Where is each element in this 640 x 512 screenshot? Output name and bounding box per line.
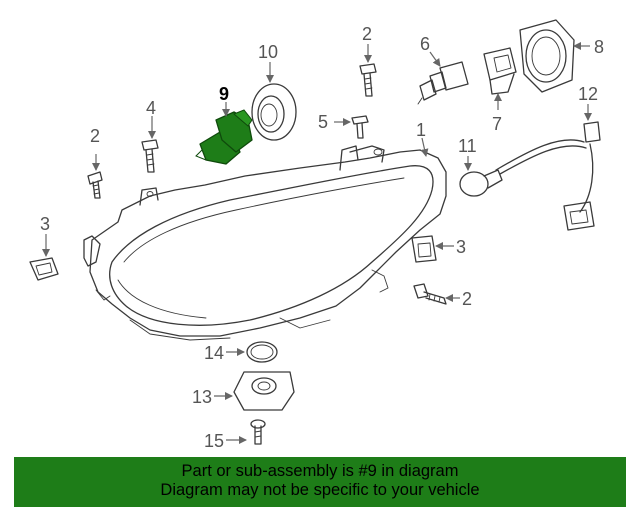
callout-14: 14 <box>204 343 224 363</box>
screw-part-4 <box>141 139 159 173</box>
callout-3-left: 3 <box>40 214 50 234</box>
info-banner: Part or sub-assembly is #9 in diagram Di… <box>14 457 626 507</box>
callout-1: 1 <box>416 120 426 140</box>
callout-labels: 1 2 2 2 3 3 4 5 6 7 8 9 10 11 12 13 14 1… <box>40 24 604 451</box>
callout-2-top: 2 <box>362 24 372 44</box>
callout-5: 5 <box>318 112 328 132</box>
callout-3-right: 3 <box>456 237 466 257</box>
bolt-part-2-left <box>87 171 103 199</box>
oring-part-14 <box>246 341 278 363</box>
bolt-part-2-right <box>413 283 447 305</box>
bolt-part-2-top <box>359 63 377 97</box>
callout-9-highlighted: 9 <box>219 84 229 104</box>
bulb-part-11 <box>459 169 503 197</box>
callout-12: 12 <box>578 84 598 104</box>
bracket-part-13 <box>233 371 295 411</box>
socket-part-7 <box>483 47 517 95</box>
callout-11: 11 <box>458 136 477 156</box>
callout-4: 4 <box>146 98 156 118</box>
callout-6: 6 <box>420 34 430 54</box>
pin-part-5 <box>351 115 369 139</box>
headlamp-assembly <box>83 145 447 341</box>
bulb-part-6 <box>417 61 469 105</box>
callout-2-right: 2 <box>462 289 472 309</box>
cover-part-8 <box>519 19 575 93</box>
callout-2-left: 2 <box>90 126 100 146</box>
clip-part-3-left <box>29 257 59 281</box>
screw-part-15 <box>250 419 266 445</box>
banner-line-disclaimer: Diagram may not be specific to your vehi… <box>160 481 480 499</box>
callout-13: 13 <box>192 387 212 407</box>
parts-diagram: 1 2 2 2 3 3 4 5 6 7 8 9 10 11 12 13 14 1… <box>29 19 604 451</box>
harness-part-12 <box>495 121 601 231</box>
banner-line-part-number: Part or sub-assembly is #9 in diagram <box>181 462 459 480</box>
callout-7: 7 <box>492 114 502 134</box>
callout-15: 15 <box>204 431 224 451</box>
clip-part-3-right <box>411 235 437 263</box>
callout-10: 10 <box>258 42 278 62</box>
gasket-part-10 <box>251 83 297 141</box>
leader-lines <box>42 42 592 444</box>
bulb-part-9-highlighted <box>195 109 253 165</box>
callout-8: 8 <box>594 37 604 57</box>
